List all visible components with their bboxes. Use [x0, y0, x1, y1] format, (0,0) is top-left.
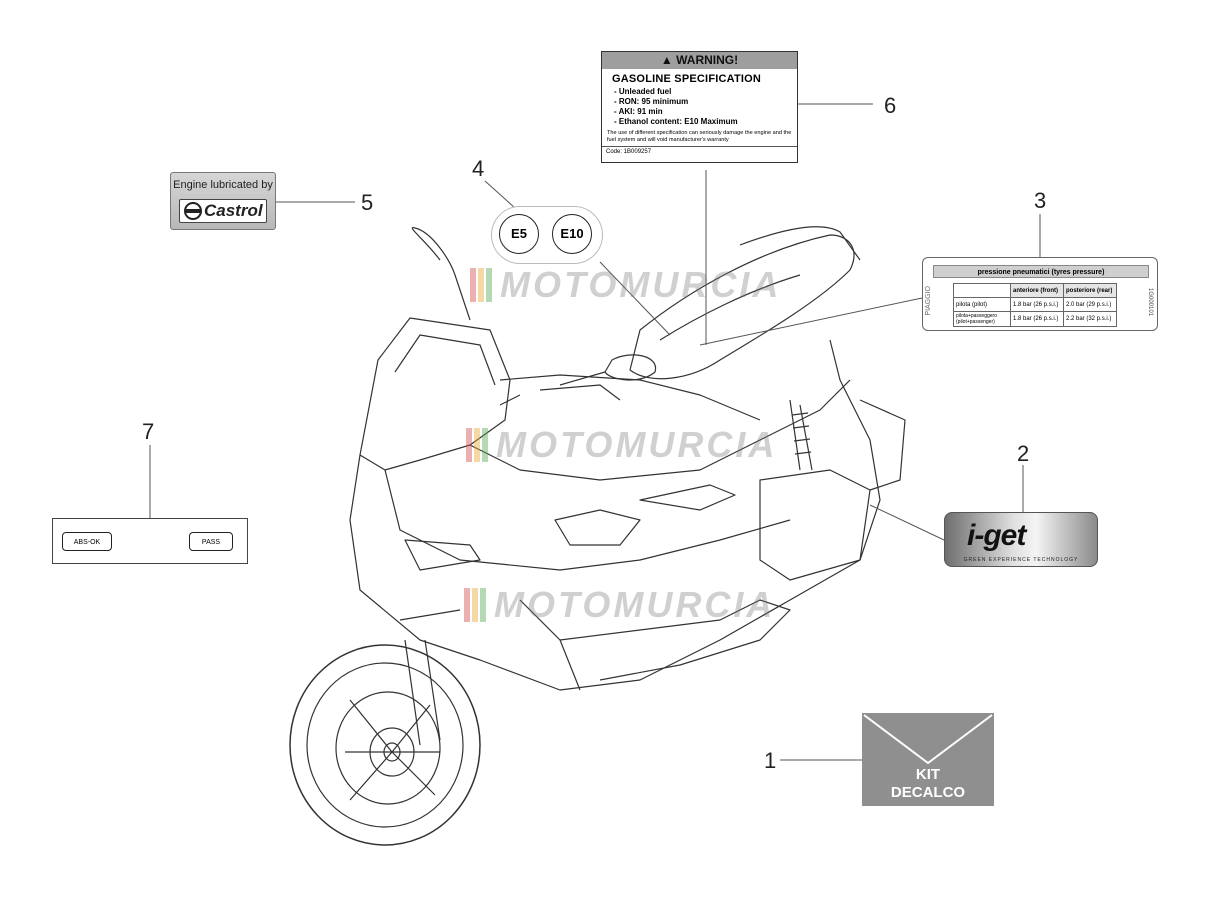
- tyre-cell: 2.0 bar (29 p.s.i.): [1063, 297, 1117, 312]
- callout-2: 2: [1017, 441, 1030, 466]
- emission-labels: E5 E10: [491, 206, 603, 264]
- tyre-code: 1G000101: [1147, 288, 1153, 317]
- callout-5: 5: [361, 190, 374, 215]
- tyre-row-label: pilota+passeggero (pilot+passenger): [953, 311, 1011, 327]
- warning-triangle-icon: ▲: [660, 53, 673, 67]
- tyre-title: pressione pneumatici (tyres pressure): [933, 265, 1149, 278]
- iget-tagline: GREEN EXPERIENCE TECHNOLOGY: [963, 557, 1079, 563]
- e10-badge: E10: [552, 214, 592, 254]
- kit-text-line2: DECALCO: [890, 784, 966, 801]
- iget-logo: i-get: [967, 519, 1026, 552]
- leader-lines: [149, 103, 1041, 761]
- warning-item: - Ethanol content: E10 Maximum: [614, 117, 738, 126]
- callout-3: 3: [1034, 188, 1047, 213]
- castrol-caption: Engine lubricated by: [173, 179, 273, 191]
- callout-7: 7: [142, 419, 155, 444]
- warning-code: Code: 1B009257: [606, 149, 652, 155]
- tyre-cell: 1.8 bar (26 p.s.i.): [1010, 311, 1064, 327]
- watermark-text: MOTOMURCIA: [496, 424, 778, 465]
- castrol-logo: Castrol: [179, 199, 267, 223]
- warning-note: The use of different specification can s…: [602, 127, 797, 147]
- warning-item: - AKI: 91 min: [614, 107, 663, 116]
- castrol-label: Engine lubricated by Castrol: [170, 172, 276, 230]
- warning-title: GASOLINE SPECIFICATION: [612, 73, 762, 85]
- watermark-logo-icon: [466, 428, 496, 462]
- kit-decalco-envelope: KIT DECALCO: [862, 713, 994, 806]
- watermark-logo-icon: [470, 268, 500, 302]
- callout-4: 4: [472, 156, 485, 181]
- euro5-badge: E5: [499, 214, 539, 254]
- iget-badge: i-get GREEN EXPERIENCE TECHNOLOGY: [944, 512, 1098, 567]
- warning-item: - Unleaded fuel: [614, 87, 672, 96]
- tyre-row-label: pilota (pilot): [953, 297, 1011, 312]
- tyre-brand: PIAGGIO: [925, 286, 932, 316]
- tyre-cell: 1.8 bar (26 p.s.i.): [1010, 297, 1064, 312]
- callout-1: 1: [764, 748, 777, 773]
- castrol-emblem-icon: [184, 202, 202, 220]
- tyre-pressure-label: pressione pneumatici (tyres pressure) PI…: [922, 257, 1158, 331]
- watermark-logo-icon: [464, 588, 494, 622]
- callout-6: 6: [884, 93, 897, 118]
- tyre-cell: 2.2 bar (32 p.s.i.): [1063, 311, 1117, 327]
- gasoline-warning-label: ▲ WARNING! GASOLINE SPECIFICATION - Unle…: [601, 51, 798, 163]
- pass-indicator: PASS: [189, 532, 233, 551]
- watermark-text: MOTOMURCIA: [494, 584, 776, 625]
- watermark-text: MOTOMURCIA: [500, 264, 782, 305]
- kit-text-line1: KIT: [915, 766, 941, 783]
- tyre-table: anteriore (front) posteriore (rear) pilo…: [953, 283, 1117, 327]
- abs-ok-indicator: ABS-OK: [62, 532, 112, 551]
- castrol-brand: Castrol: [204, 201, 263, 220]
- warning-header: ▲ WARNING!: [602, 52, 797, 69]
- warning-item: - RON: 95 minimum: [614, 97, 689, 106]
- tyre-header-rear: posteriore (rear): [1063, 283, 1117, 298]
- envelope-icon: [863, 714, 993, 765]
- tyre-header-front: anteriore (front): [1010, 283, 1064, 298]
- abs-label: ABS-OK PASS: [52, 518, 248, 564]
